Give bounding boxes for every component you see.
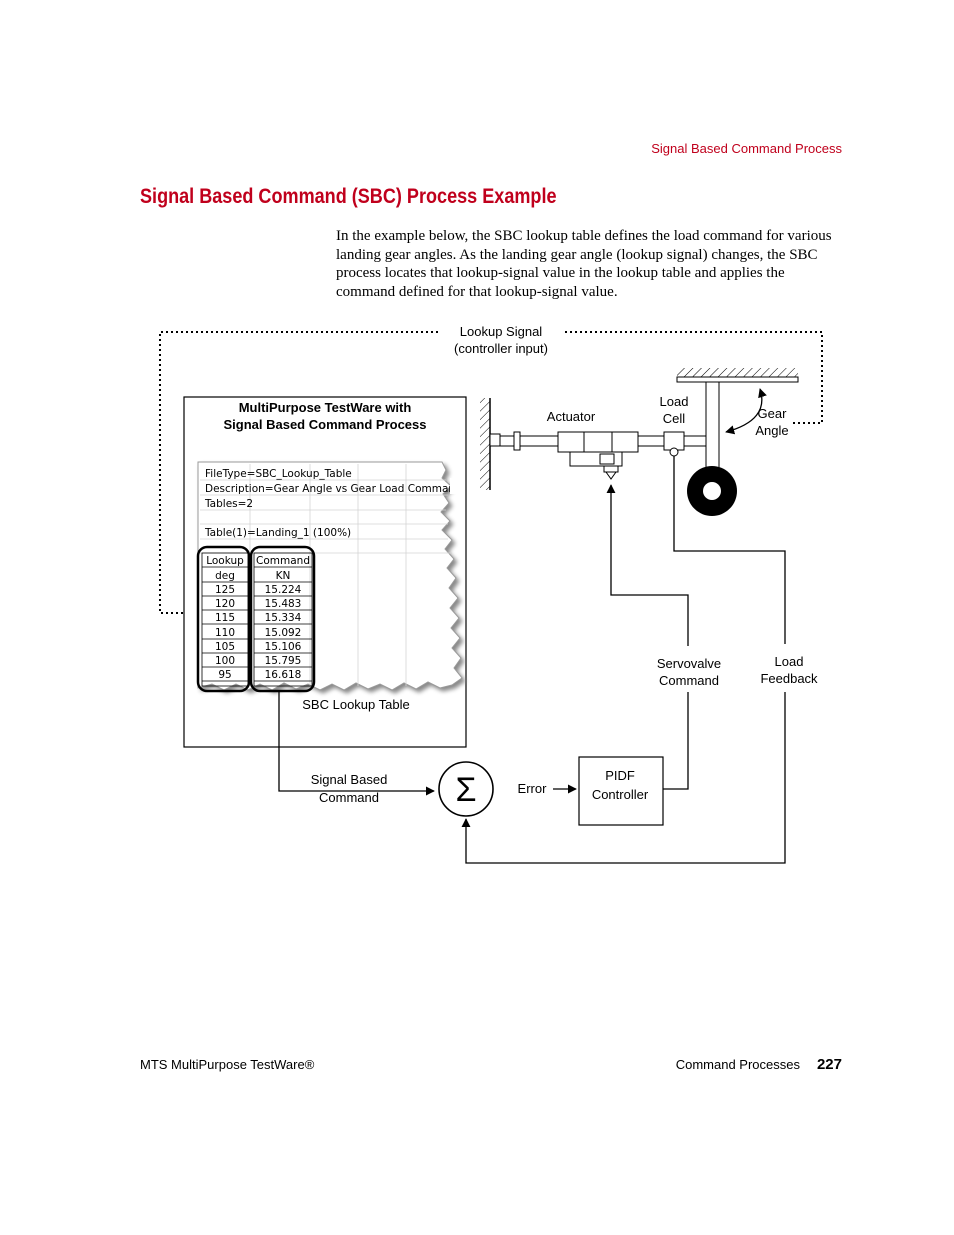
lookup-column-unit: deg: [215, 570, 235, 582]
wall-mount: [480, 398, 501, 490]
pidf-sublabel: Controller: [592, 787, 649, 802]
load-cell-sublabel: Cell: [663, 411, 686, 426]
gear-wheel-hub: [703, 482, 721, 500]
servovalve-line-lower: [663, 692, 689, 790]
section-title: Signal Based Command (SBC) Process Examp…: [140, 185, 557, 208]
load-cell-label: Load: [660, 394, 689, 409]
table-name-line: Table(1)=Landing_1 (100%): [204, 527, 351, 539]
spreadsheet-paper: [197, 461, 463, 691]
servovalve-command-label: Servovalve: [657, 656, 721, 671]
gear-angle-arc: [725, 388, 767, 435]
lookup-cell: 110: [215, 627, 235, 639]
gear-strut: [705, 381, 720, 475]
ceiling-mount: [676, 368, 799, 383]
lookup-cell: 100: [215, 655, 235, 667]
signal-based-command-sublabel: Command: [319, 790, 379, 805]
command-cell: 15.483: [265, 598, 302, 610]
sigma-symbol: Σ: [455, 771, 476, 809]
pidf-controller-box: [578, 756, 664, 826]
description-line: Description=Gear Angle vs Gear Load Comm…: [205, 483, 462, 495]
lookup-cell: 120: [215, 598, 235, 610]
servovalve-command-sublabel: Command: [659, 673, 719, 688]
lookup-table: Lookup Command deg KN 125 15.224 120 15.…: [196, 545, 316, 693]
error-label: Error: [518, 781, 548, 796]
load-feedback-line-lower: [461, 692, 786, 864]
sbc-lookup-table-label: SBC Lookup Table: [302, 697, 409, 712]
command-cell: 15.092: [265, 627, 302, 639]
tables-line: Tables=2: [204, 498, 253, 510]
running-header: Signal Based Command Process: [651, 141, 842, 156]
summing-junction: [438, 761, 494, 817]
signal-based-command-label: Signal Based: [311, 772, 388, 787]
footer-chapter-name: Command Processes: [675, 1057, 800, 1072]
testware-box-subtitle: Signal Based Command Process: [223, 417, 426, 432]
command-cell: 16.618: [265, 669, 302, 681]
load-feedback-sublabel: Feedback: [760, 671, 818, 686]
lookup-cell: 115: [215, 612, 235, 624]
load-feedback-label: Load: [775, 654, 804, 669]
pidf-label: PIDF: [605, 768, 635, 783]
lookup-column-highlight: [196, 545, 251, 693]
actuator-assembly: [499, 431, 665, 480]
lookup-cell: 105: [215, 641, 235, 653]
command-signal-line: [278, 691, 392, 792]
lookup-cell: 125: [215, 584, 235, 596]
command-column-highlight: [249, 545, 316, 693]
command-cell: 15.106: [265, 641, 302, 653]
intro-paragraph: In the example below, the SBC lookup tab…: [336, 228, 832, 301]
lookup-cell: 95: [218, 669, 231, 681]
lookup-column-header: Lookup: [206, 555, 244, 567]
command-cell: 15.795: [265, 655, 302, 667]
gear-angle-sublabel: Angle: [755, 423, 788, 438]
load-cell: [663, 431, 707, 457]
testware-box-title: MultiPurpose TestWare with: [239, 400, 412, 415]
servovalve-line-upper: [606, 484, 689, 646]
command-column-header: Command: [256, 555, 310, 567]
gear-angle-label: Gear: [758, 406, 788, 421]
file-type-line: FileType=SBC_Lookup_Table: [205, 468, 352, 480]
command-cell: 15.224: [265, 584, 302, 596]
lookup-signal-sublabel: (controller input): [454, 341, 548, 356]
footer-product-name: MTS MultiPurpose TestWare®: [140, 1057, 315, 1072]
load-feedback-line-upper: [673, 456, 786, 644]
lookup-signal-label: Lookup Signal: [460, 324, 543, 339]
command-column-unit: KN: [276, 570, 291, 582]
page-number: 227: [816, 1056, 842, 1073]
torn-edge-mask: [450, 478, 462, 494]
command-cell: 15.334: [265, 612, 302, 624]
actuator-label: Actuator: [547, 409, 596, 424]
